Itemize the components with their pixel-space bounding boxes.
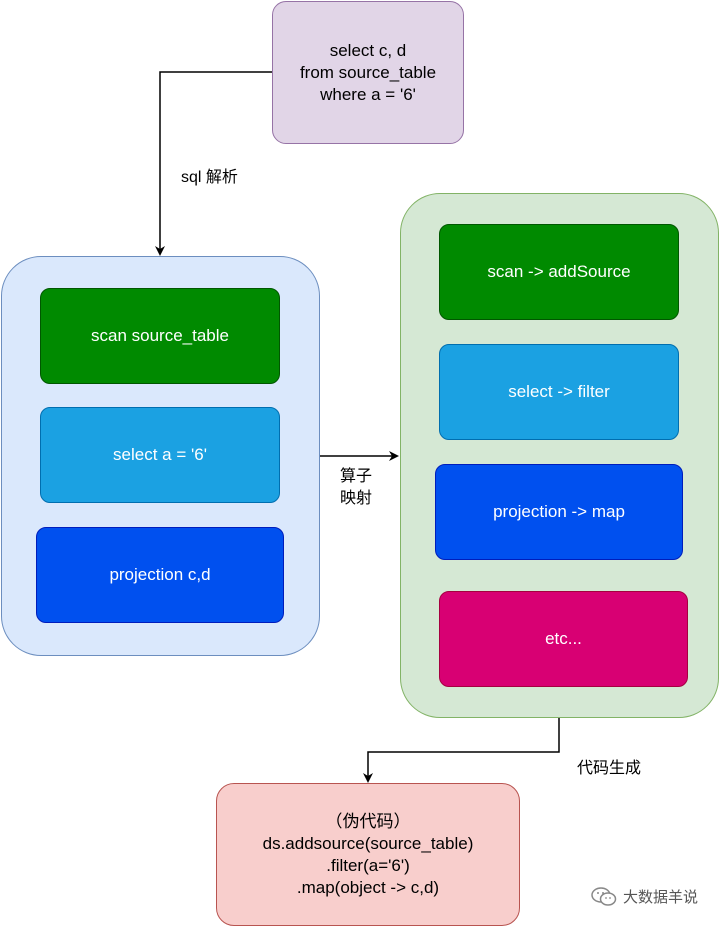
projection-node-label: projection c,d	[109, 565, 211, 584]
projection-node: projection c,d	[36, 527, 284, 623]
sql-query-box: select c, d from source_table where a = …	[272, 1, 464, 144]
filter-node: select -> filter	[439, 344, 679, 440]
sql-line: select c, d	[329, 40, 407, 60]
pseudo-code-box: （伪代码） ds.addsource(source_table) .filter…	[216, 783, 520, 926]
select-node: select a = '6'	[40, 407, 280, 503]
etc-node-label: etc...	[545, 629, 582, 648]
sql-line: from source_table	[299, 62, 437, 82]
addsource-node-label: scan -> addSource	[487, 262, 631, 281]
code-line: .filter(a='6')	[326, 855, 410, 875]
edge-codegen	[363, 718, 560, 783]
edge-label-sql-parse: sql 解析	[181, 169, 238, 186]
select-node-label: select a = '6'	[113, 445, 207, 464]
wechat-icon	[591, 886, 617, 906]
code-line: .map(object -> c,d)	[296, 877, 440, 897]
edge-label-codegen: 代码生成	[577, 760, 642, 777]
edge-sql-parse	[155, 71, 272, 256]
code-line: （伪代码）	[325, 811, 411, 831]
addsource-node: scan -> addSource	[439, 224, 679, 320]
edge-label-operator-map: 算子 映射	[340, 466, 372, 510]
edge-label-operator-map-line2: 映射	[340, 490, 373, 507]
edge-label-operator-map-line1: 算子	[340, 468, 373, 485]
code-line: ds.addsource(source_table)	[262, 833, 474, 853]
watermark: 大数据羊说	[591, 886, 698, 907]
sql-line: where a = '6'	[320, 84, 416, 104]
scan-node: scan source_table	[40, 288, 280, 384]
map-node-label: projection -> map	[493, 502, 625, 521]
watermark-text: 大数据羊说	[622, 889, 698, 906]
scan-node-label: scan source_table	[91, 326, 229, 345]
filter-node-label: select -> filter	[508, 382, 610, 401]
map-node: projection -> map	[435, 464, 683, 560]
etc-node: etc...	[439, 591, 688, 687]
